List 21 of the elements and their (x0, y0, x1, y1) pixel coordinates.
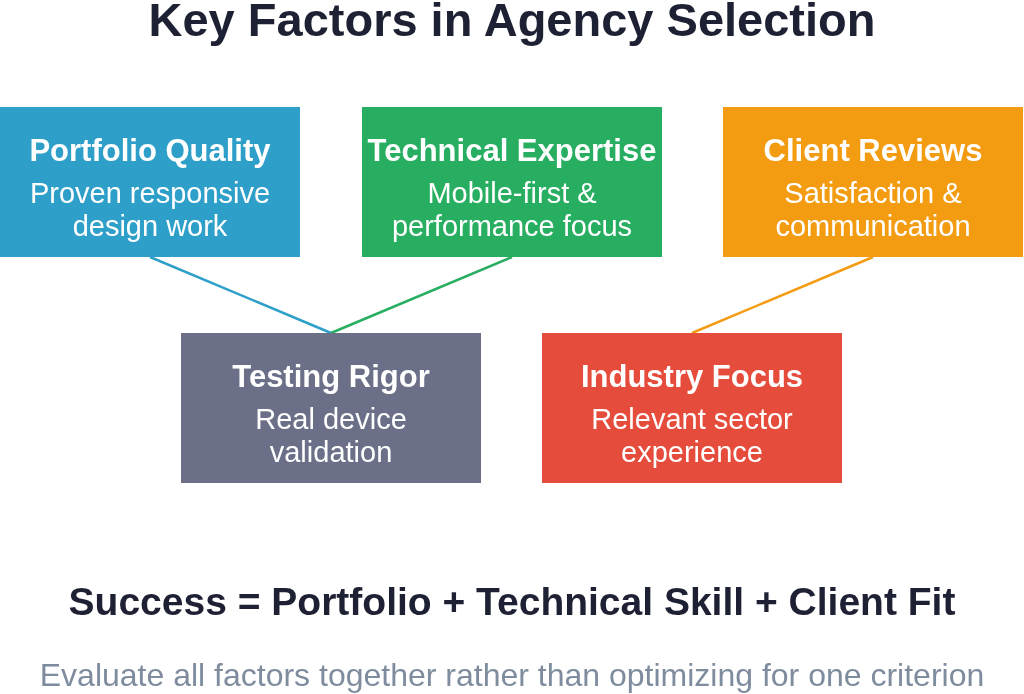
connector-line (691, 255, 874, 335)
factor-heading: Client Reviews (763, 133, 983, 169)
diagram-title: Key Factors in Agency Selection (148, 0, 876, 46)
factor-box (181, 333, 481, 483)
connector-line (149, 255, 332, 335)
factor-box (0, 107, 300, 257)
factor-description: Satisfaction & communication (774, 177, 972, 243)
formula-text: Success = Portfolio + Technical Skill + Client Fit (68, 579, 956, 625)
caption-text: Evaluate all factors together rather than optimizing for one criterion (39, 657, 985, 693)
factor-heading: Industry Focus (580, 359, 804, 395)
factor-description: Mobile-first & performance focus (390, 177, 634, 243)
factor-description: Relevant sector experience (590, 403, 794, 469)
factor-heading: Testing Rigor (232, 359, 430, 395)
factor-description: Real device validation (254, 403, 408, 469)
factor-box (542, 333, 842, 483)
factor-box (362, 107, 662, 257)
connector-line (330, 255, 513, 335)
factor-heading: Technical Expertise (367, 133, 657, 169)
factor-box (723, 107, 1023, 257)
factor-description: Proven responsive design work (28, 177, 272, 243)
factor-heading: Portfolio Quality (29, 133, 271, 169)
